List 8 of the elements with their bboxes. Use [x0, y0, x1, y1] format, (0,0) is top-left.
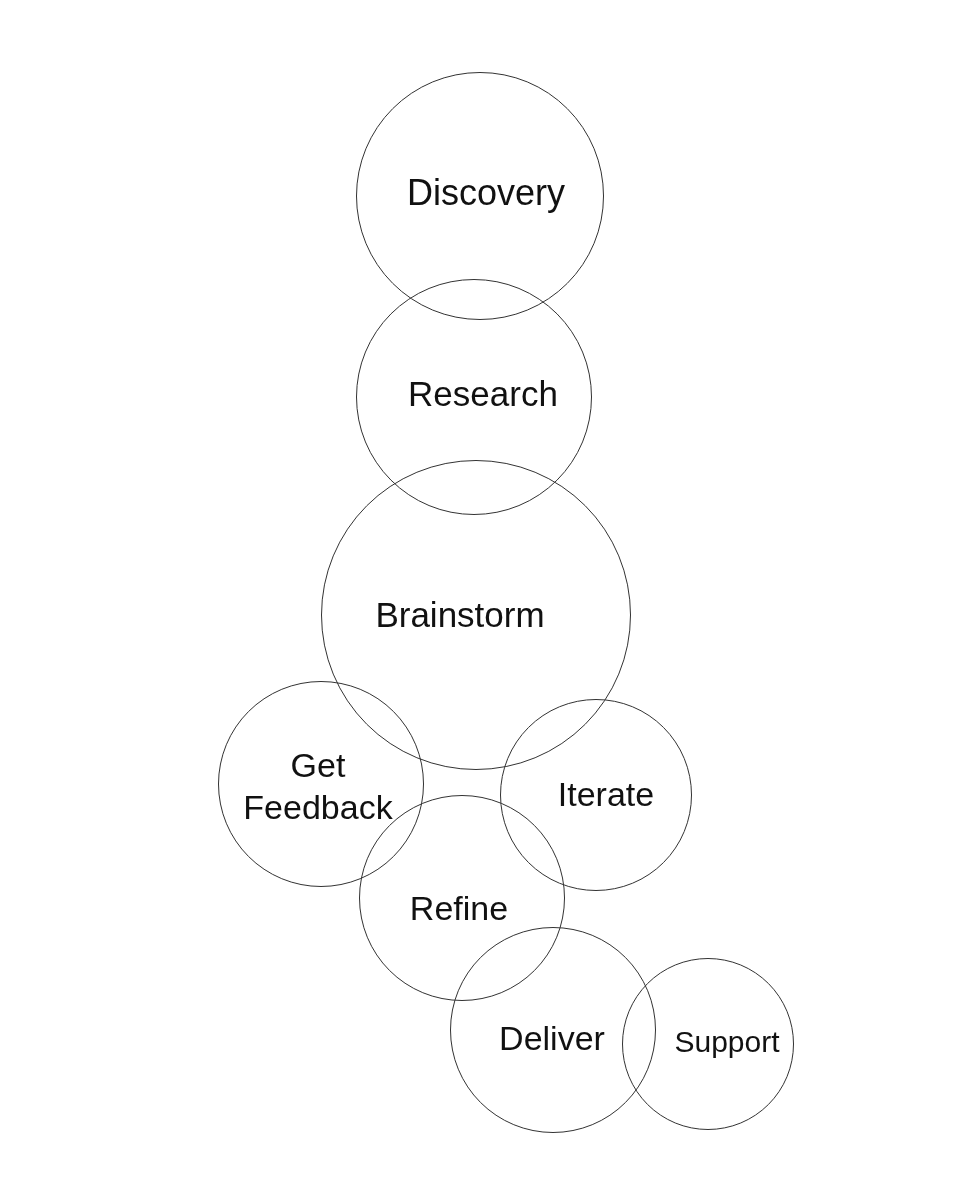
node-label: Brainstorm	[374, 594, 546, 636]
node-label: Get Feedback	[242, 744, 394, 828]
node-label: Support	[673, 1024, 781, 1060]
node-label: Iterate	[556, 773, 656, 815]
node-label: Deliver	[498, 1017, 606, 1059]
node-label: Refine	[408, 887, 510, 929]
node-label: Discovery	[406, 170, 566, 215]
node-label: Research	[407, 373, 559, 415]
